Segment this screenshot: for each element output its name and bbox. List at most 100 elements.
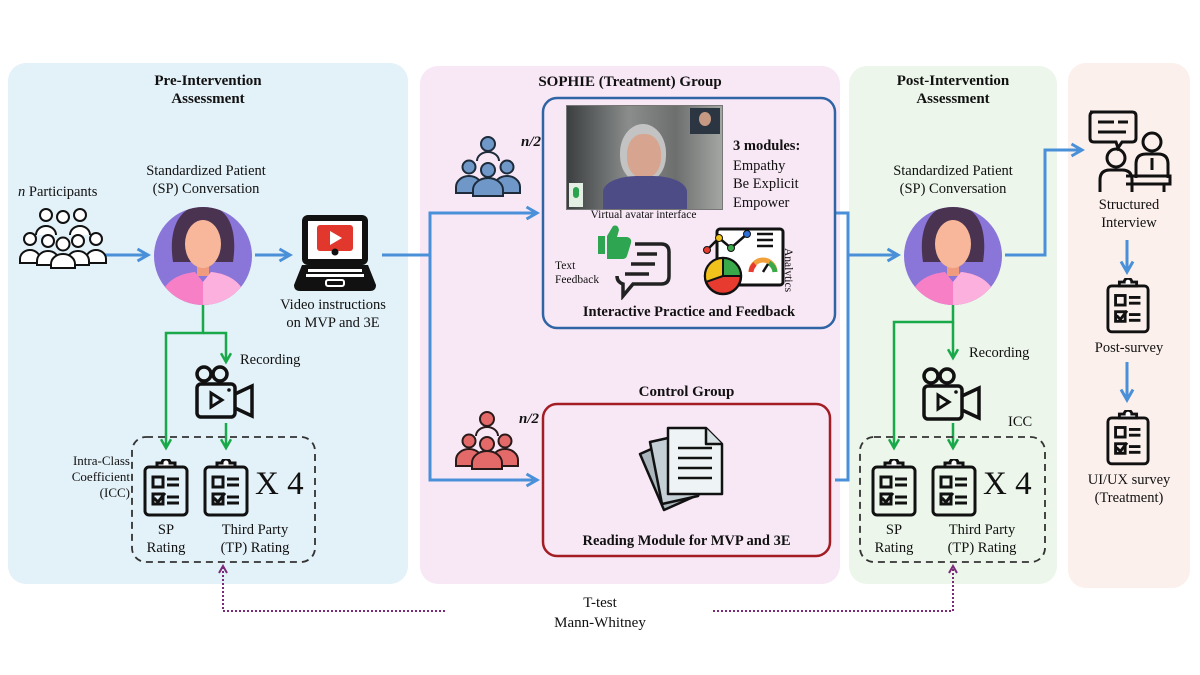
treatment-group-icon [455,136,521,197]
control-group-size: n/2 [519,411,540,427]
post-sp-label: Standardized Patient (SP) Conversation [873,163,1033,198]
post-multiplier: X 4 [983,466,1032,502]
microphone-icon[interactable] [569,183,583,207]
analytics-dashboard-icon [703,227,785,296]
arrow-post-sp-split [887,305,955,451]
pre-title: Pre-Intervention Assessment [8,72,408,109]
control-group-icon [455,411,519,470]
uiux-line2: (Treatment) [1094,489,1164,506]
pre-rating-group [131,436,316,563]
pre-sp-rating-clipboard-icon [143,459,189,517]
participants-group-icon [19,208,107,269]
icc-line1: Intra-Class [72,453,130,468]
post-sp-rating-line1: SP [885,522,903,538]
modules-list: Empathy Be Explicit Empower [733,157,799,212]
post-title-line1: Post-Intervention [896,73,1010,89]
arrow-split-to-control [428,255,541,488]
pre-recording-label: Recording [240,352,301,368]
icc-line2: Coefficient [71,468,130,484]
interview-line1: Structured [1098,197,1160,213]
pre-tp-rating-line2: (TP) Rating [220,539,290,556]
participants-label: n Participants [18,184,97,202]
post-tp-rating-clipboard-icon [931,459,977,517]
post-tp-rating-line1: Third Party [948,522,1016,538]
avatar-body [603,176,687,209]
post-icc-label: ICC [1008,414,1033,430]
module-empower: Empower [733,194,790,211]
mic-body [573,187,579,198]
video-line2: on MVP and 3E [286,314,380,331]
treatment-title: SOPHIE (Treatment) Group [538,74,722,90]
pre-video-camera-icon [195,365,254,419]
post-video-camera-icon [922,367,981,421]
arrow-post-sp-to-interview [1005,142,1086,257]
post-survey-label: Post-survey [1094,340,1164,356]
post-standardized-patient-icon [904,207,1002,305]
video-label: Video instructions on MVP and 3E [268,297,398,332]
reading-documents-icon [638,426,724,512]
video-laptop-icon [294,215,376,291]
pre-sp-rating-label: SP Rating [140,522,192,557]
stats-ttest: T-test [583,595,617,611]
arrow-treatment-to-merge [835,211,850,482]
arrow-pre-recording [203,331,233,365]
module-empathy: Empathy [733,158,786,174]
post-tp-rating-label: Third Party (TP) Rating [932,522,1032,557]
uiux-line1: UI/UX survey [1087,472,1171,488]
post-title: Post-Intervention Assessment [849,72,1057,109]
user-webcam-inset [690,108,720,134]
treatment-footer: Interactive Practice and Feedback [582,304,796,320]
text-feedback-line1: Text [555,260,576,272]
text-feedback-icon [598,225,671,300]
post-recording-label: Recording [969,345,1030,361]
arrow-pre-sp-split [159,305,205,451]
pre-tp-rating-label: Third Party (TP) Rating [205,522,305,557]
icc-line3: (ICC) [99,484,130,500]
pre-title-line2: Assessment [171,91,245,108]
interview-label: Structured Interview [1068,197,1190,232]
pre-title-line1: Pre-Intervention [154,73,262,89]
stats-link-post [713,563,958,612]
stats-tests-label: T-test Mann-Whitney [520,593,680,634]
video-line1: Video instructions [280,297,386,313]
avatar-caption: Virtual avatar interface [590,209,697,221]
icc-label: Intra-Class Coefficient (ICC) [40,453,130,501]
post-tp-rating-line2: (TP) Rating [947,539,1017,556]
treatment-box [541,96,837,330]
post-rating-group [859,436,1046,563]
pre-sp-line2: (SP) Conversation [152,180,260,197]
pre-standardized-patient-icon [154,207,252,305]
pre-sp-rating-line1: SP [157,522,175,538]
user-face [699,112,711,126]
post-sp-line2: (SP) Conversation [899,180,1007,197]
post-sp-line1: Standardized Patient [893,163,1013,179]
pre-sp-line1: Standardized Patient [146,163,266,179]
pre-tp-rating-clipboard-icon [203,459,249,517]
pre-tp-rating-line1: Third Party [221,522,289,538]
text-feedback-label: Text Feedback [555,259,599,287]
post-survey-clipboard-icon [1106,278,1150,334]
control-title: Control Group [638,384,735,400]
participants-text: Participants [25,184,98,200]
post-sp-rating-line2: Rating [874,539,914,556]
arrow-split-to-treatment [428,205,541,255]
outcomes-panel [1068,63,1190,588]
pre-sp-label: Standardized Patient (SP) Conversation [126,163,286,198]
modules-heading: 3 modules: [733,138,801,154]
stats-mann-whitney: Mann-Whitney [554,615,646,632]
interview-line2: Interview [1101,214,1157,231]
structured-interview-icon [1088,110,1172,192]
control-box [541,402,832,558]
uiux-survey-clipboard-icon [1106,410,1150,466]
treatment-group-size: n/2 [521,134,542,150]
avatar-face [627,134,661,178]
pre-sp-rating-line2: Rating [146,539,186,556]
control-footer: Reading Module for MVP and 3E [582,533,791,549]
post-sp-rating-label: SP Rating [868,522,920,557]
post-title-line2: Assessment [916,91,990,108]
uiux-survey-label: UI/UX survey (Treatment) [1068,472,1190,507]
pre-intervention-panel [8,63,408,584]
stats-link-pre [218,563,445,612]
post-sp-rating-clipboard-icon [871,459,917,517]
